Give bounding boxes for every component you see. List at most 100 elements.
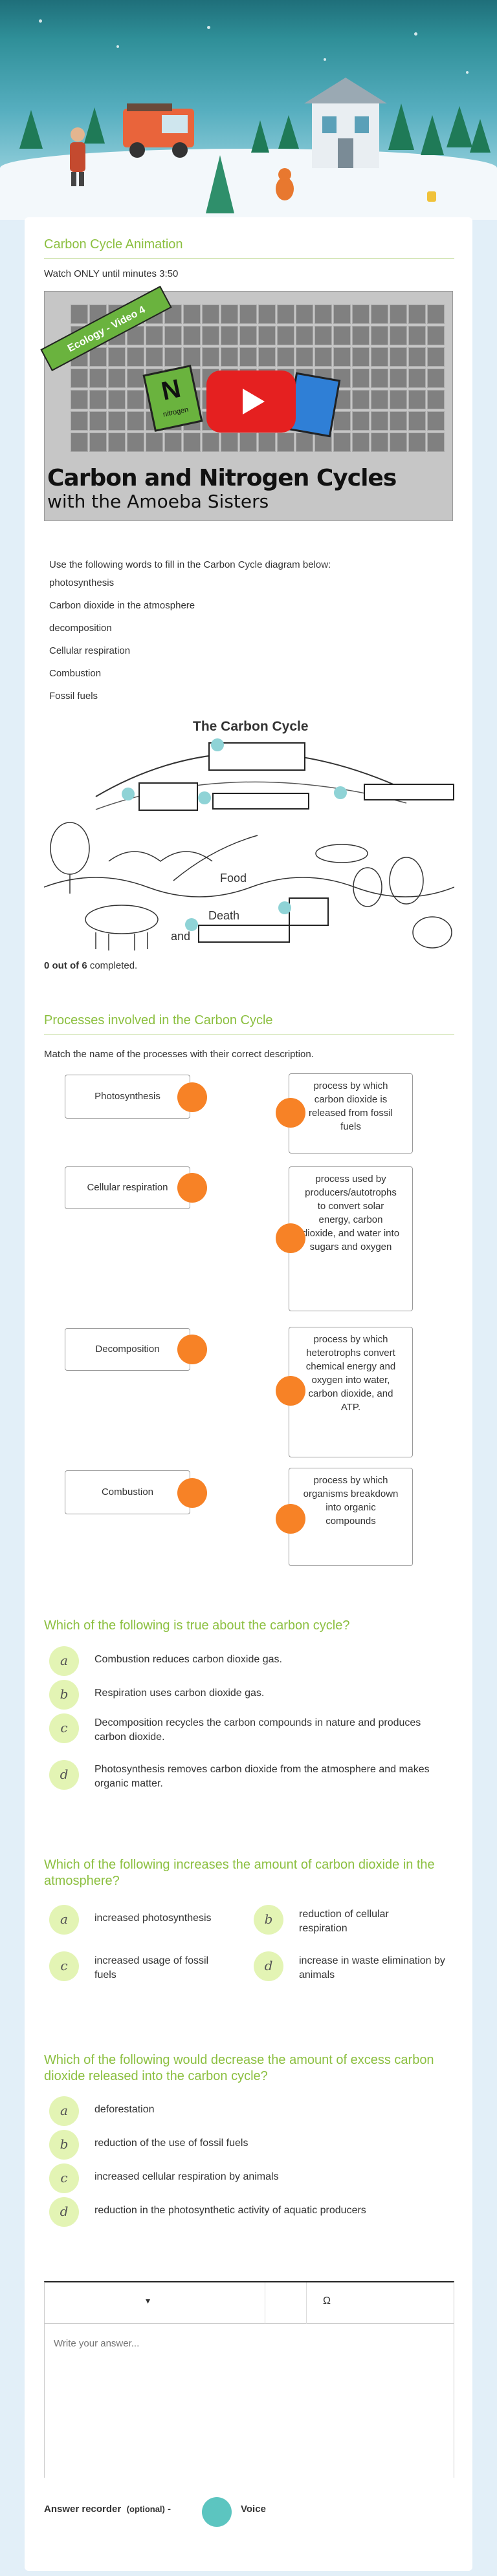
section-title-carbon-cycle-animation: Carbon Cycle Animation (44, 237, 454, 259)
hotspot-6[interactable] (185, 918, 198, 931)
periodic-grid-cell (371, 433, 388, 452)
option-text: increased usage of fossil fuels (94, 1955, 209, 1980)
match-right-description[interactable]: process by which organisms breakdown int… (289, 1468, 413, 1566)
word-bank: photosynthesis Carbon dioxide in the atm… (49, 572, 195, 707)
option-text: Photosynthesis removes carbon dioxide fr… (94, 1764, 430, 1789)
completion-suffix: completed. (87, 960, 138, 971)
carbon-cycle-diagram: The Carbon Cycle Food Death and (44, 719, 454, 952)
format-dropdown[interactable]: ▾ (45, 2282, 265, 2324)
option-letter-badge: a (49, 1905, 79, 1935)
hotspot-2[interactable] (122, 788, 135, 800)
match-left-decomposition[interactable]: Decomposition (65, 1328, 190, 1371)
completion-status: 0 out of 6 completed. (44, 960, 137, 972)
winter-scene-illustration (19, 78, 491, 213)
periodic-grid-cell (202, 433, 219, 452)
periodic-grid-cell (277, 305, 294, 324)
option-text: increased cellular respiration by animal… (94, 2171, 279, 2182)
periodic-grid-cell (315, 347, 332, 367)
q1-option-d[interactable]: d Photosynthesis removes carbon dioxide … (44, 1760, 454, 1798)
answer-textarea[interactable] (45, 2324, 454, 2478)
q2-option-a[interactable]: a increased photosynthesis (44, 1905, 238, 1938)
periodic-grid-cell (127, 390, 144, 409)
recorder-dash: - (164, 2504, 171, 2515)
match-right-connector[interactable] (276, 1098, 305, 1128)
q1-option-a[interactable]: a Combustion reduces carbon dioxide gas. (44, 1646, 454, 1676)
q2-option-b[interactable]: b reduction of cellular respiration (254, 1905, 454, 1938)
special-characters-icon[interactable]: Ω (323, 2295, 331, 2306)
match-right-description[interactable]: process used by producers/autotrophs to … (289, 1166, 413, 1311)
diagram-label-food: Food (220, 872, 247, 885)
match-left-combustion[interactable]: Combustion (65, 1470, 190, 1514)
match-left-connector[interactable] (177, 1478, 207, 1508)
snowflake (116, 45, 119, 48)
periodic-grid-cell (202, 326, 219, 345)
hotspot-3[interactable] (198, 791, 211, 804)
match-left-connector[interactable] (177, 1082, 207, 1112)
periodic-grid-cell (164, 433, 182, 452)
q2-option-d[interactable]: d increase in waste elimination by anima… (254, 1951, 454, 1985)
q2-option-c[interactable]: c increased usage of fossil fuels (44, 1951, 238, 1985)
periodic-grid-cell (71, 390, 88, 409)
play-icon[interactable] (206, 370, 296, 433)
drop-box-6[interactable] (198, 925, 290, 943)
periodic-grid-cell (164, 326, 182, 345)
periodic-grid-cell (146, 347, 163, 367)
periodic-grid-cell (183, 433, 201, 452)
drop-box-5[interactable] (289, 897, 329, 926)
periodic-grid-cell (390, 369, 407, 388)
periodic-grid-cell (296, 305, 313, 324)
periodic-grid-cell (408, 347, 426, 367)
voice-label: Voice (241, 2504, 266, 2515)
periodic-grid-cell (202, 305, 219, 324)
match-right-connector[interactable] (276, 1504, 305, 1534)
hotspot-1[interactable] (211, 738, 224, 751)
chevron-down-icon: ▾ (146, 2295, 151, 2306)
answer-recorder: Answer recorder (optional) - Voice (44, 2497, 266, 2527)
snowflake (207, 26, 210, 29)
match-left-connector[interactable] (177, 1173, 207, 1203)
q3-option-d[interactable]: d reduction in the photosynthetic activi… (44, 2197, 454, 2227)
match-left-cellular-respiration[interactable]: Cellular respiration (65, 1166, 190, 1209)
periodic-grid-cell (89, 411, 107, 431)
periodic-grid-cell (352, 390, 370, 409)
periodic-grid-cell (239, 326, 257, 345)
fill-intro: Use the following words to fill in the C… (49, 559, 331, 570)
matching-instruction: Match the name of the processes with the… (44, 1049, 314, 1060)
periodic-grid-cell (258, 347, 276, 367)
match-right-description[interactable]: process by which heterotrophs convert ch… (289, 1327, 413, 1457)
periodic-grid-cell (183, 305, 201, 324)
match-left-connector[interactable] (177, 1335, 207, 1364)
q1-option-b[interactable]: b Respiration uses carbon dioxide gas. (44, 1680, 454, 1710)
periodic-grid-cell (371, 347, 388, 367)
periodic-grid-cell (108, 433, 126, 452)
match-right-connector[interactable] (276, 1223, 305, 1253)
option-letter-badge: c (49, 1951, 79, 1981)
video-player[interactable]: Ecology - Video 4 N nitrogen Carbon and … (40, 285, 453, 521)
drop-box-2[interactable] (138, 782, 198, 811)
periodic-grid-cell (427, 326, 445, 345)
periodic-grid-cell (427, 390, 445, 409)
match-right-description[interactable]: process by which carbon dioxide is relea… (289, 1073, 413, 1154)
q1-option-c[interactable]: c Decomposition recycles the carbon comp… (44, 1713, 454, 1751)
periodic-grid-cell (371, 326, 388, 345)
periodic-grid-cell (352, 326, 370, 345)
match-left-photosynthesis[interactable]: Photosynthesis (65, 1075, 190, 1119)
drop-box-4[interactable] (364, 784, 454, 800)
match-right-connector[interactable] (276, 1376, 305, 1406)
periodic-grid-cell (390, 433, 407, 452)
periodic-grid-cell (239, 347, 257, 367)
periodic-grid-cell (258, 305, 276, 324)
option-letter-badge: b (49, 1680, 79, 1710)
drop-box-1[interactable] (208, 742, 305, 771)
record-button[interactable] (202, 2497, 232, 2527)
drop-box-3[interactable] (212, 793, 309, 810)
periodic-grid-cell (390, 347, 407, 367)
completion-count: 0 out of 6 (44, 960, 87, 971)
recorder-optional: (optional) (126, 2504, 165, 2514)
hotspot-5[interactable] (278, 901, 291, 914)
question-2-title: Which of the following increases the amo… (44, 1858, 435, 1888)
q3-option-c[interactable]: c increased cellular respiration by anim… (44, 2163, 454, 2193)
q3-option-b[interactable]: b reduction of the use of fossil fuels (44, 2130, 454, 2160)
q3-option-a[interactable]: a deforestation (44, 2096, 454, 2126)
hotspot-4[interactable] (334, 786, 347, 799)
